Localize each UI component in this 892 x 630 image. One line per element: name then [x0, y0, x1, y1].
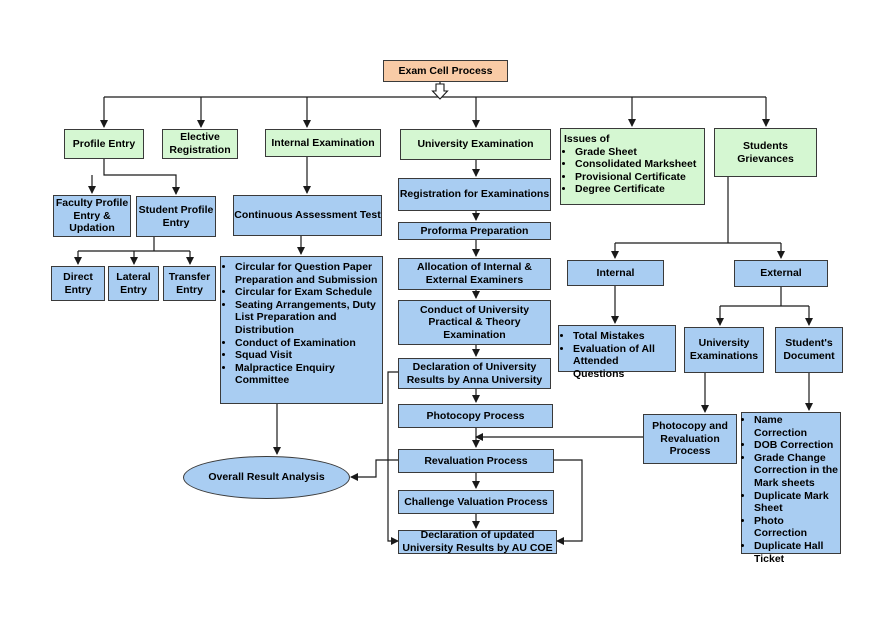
students-document-label: Student's Document — [783, 337, 835, 362]
student-profile-label: Student Profile Entry — [138, 203, 214, 229]
university-examination-box: University Examination — [400, 129, 551, 160]
continuous-assessment-label: Continuous Assessment Test — [234, 209, 381, 222]
internal-grievance-box: Internal — [567, 260, 664, 286]
issue-item: Degree Certificate — [575, 183, 696, 196]
allocation-box: Allocation of Internal & External Examin… — [398, 258, 551, 290]
registration-box: Registration for Examinations — [398, 178, 551, 211]
internal-label: Internal — [596, 266, 635, 279]
university-exams-box: University Examinations — [684, 327, 764, 373]
internal-tasks-box: Circular for Question Paper Preparation … — [220, 256, 383, 404]
document-item: Duplicate Mark Sheet — [754, 490, 838, 515]
lateral-entry-box: Lateral Entry — [108, 266, 159, 301]
conduct-practical-label: Conduct of University Practical & Theory… — [419, 303, 530, 341]
internal-task-item: Circular for Exam Schedule — [235, 286, 379, 299]
challenge-valuation-label: Challenge Valuation Process — [404, 495, 548, 508]
internal-task-item: Circular for Question Paper Preparation … — [235, 261, 379, 286]
students-grievances-label: Students Grievances — [737, 139, 794, 165]
profile-entry-box: Profile Entry — [64, 129, 144, 159]
university-examination-label: University Examination — [417, 138, 534, 151]
profile-entry-label: Profile Entry — [72, 137, 136, 150]
issues-box: Issues of Grade Sheet Consolidated Marks… — [560, 128, 705, 205]
revaluation-label: Revaluation Process — [424, 454, 528, 467]
transfer-entry-box: Transfer Entry — [163, 266, 216, 301]
conduct-practical-box: Conduct of University Practical & Theory… — [398, 300, 551, 345]
issue-item: Consolidated Marksheet — [575, 158, 696, 171]
overall-result-label: Overall Result Analysis — [208, 471, 325, 484]
issue-item: Provisional Certificate — [575, 171, 696, 184]
overall-result-analysis-ellipse: Overall Result Analysis — [183, 456, 350, 499]
declaration-results-label: Declaration of University Results by Ann… — [406, 360, 543, 386]
root-label: Exam Cell Process — [398, 64, 493, 77]
internal-task-item: Squad Visit — [235, 349, 379, 362]
faculty-profile-box: Faculty Profile Entry & Updation — [53, 195, 131, 237]
photocopy-revaluation-label: Photocopy and Revaluation Process — [652, 420, 728, 458]
students-grievances-box: Students Grievances — [714, 128, 817, 177]
document-items-box: Name Correction DOB Correction Grade Cha… — [741, 412, 841, 565]
university-exams-label: University Examinations — [689, 337, 759, 362]
external-label: External — [760, 267, 802, 280]
document-item: Duplicate Hall Ticket — [754, 540, 838, 565]
document-item: Name Correction — [754, 414, 838, 439]
students-document-box: Student's Document — [775, 327, 843, 373]
document-item: Grade Change Correction in the Mark shee… — [754, 452, 838, 490]
internal-task-item: Seating Arrangements, Duty List Preparat… — [235, 299, 379, 337]
lateral-entry-label: Lateral Entry — [116, 270, 151, 296]
declaration-updated-box: Declaration of updated University Result… — [398, 529, 557, 554]
root-exam-cell-process: Exam Cell Process — [383, 60, 508, 82]
photocopy-box: Photocopy Process — [398, 404, 553, 428]
proforma-label: Proforma Preparation — [420, 224, 529, 237]
direct-entry-label: Direct Entry — [63, 270, 93, 296]
allocation-label: Allocation of Internal & External Examin… — [417, 261, 532, 286]
photocopy-revaluation-box: Photocopy and Revaluation Process — [643, 414, 737, 464]
continuous-assessment-box: Continuous Assessment Test — [233, 195, 382, 236]
issue-item: Grade Sheet — [575, 146, 696, 159]
internal-task-item: Conduct of Examination — [235, 337, 379, 350]
internal-examination-box: Internal Examination — [265, 129, 381, 157]
internal-grievance-item: Evaluation of All Attended Questions — [573, 343, 672, 381]
elective-registration-label: Elective Registration — [169, 131, 231, 156]
registration-label: Registration for Examinations — [399, 188, 550, 201]
challenge-valuation-box: Challenge Valuation Process — [398, 490, 554, 514]
document-item: DOB Correction — [754, 439, 838, 452]
elective-registration-box: Elective Registration — [162, 129, 238, 159]
transfer-entry-label: Transfer Entry — [168, 270, 211, 296]
direct-entry-box: Direct Entry — [51, 266, 105, 301]
internal-grievance-item: Total Mistakes — [573, 330, 672, 343]
declaration-updated-label: Declaration of updated University Result… — [402, 529, 553, 554]
faculty-profile-label: Faculty Profile Entry & Updation — [55, 197, 129, 235]
photocopy-label: Photocopy Process — [426, 409, 525, 422]
declaration-results-box: Declaration of University Results by Ann… — [398, 358, 551, 389]
student-profile-box: Student Profile Entry — [136, 196, 216, 237]
internal-items-box: Total Mistakes Evaluation of All Attende… — [558, 325, 676, 380]
external-grievance-box: External — [734, 260, 828, 287]
internal-task-item: Malpractice Enquiry Committee — [235, 362, 379, 387]
issues-heading: Issues of — [564, 133, 610, 145]
proforma-box: Proforma Preparation — [398, 222, 551, 240]
document-item: Photo Correction — [754, 515, 838, 540]
revaluation-box: Revaluation Process — [398, 449, 554, 473]
internal-examination-label: Internal Examination — [271, 136, 375, 149]
